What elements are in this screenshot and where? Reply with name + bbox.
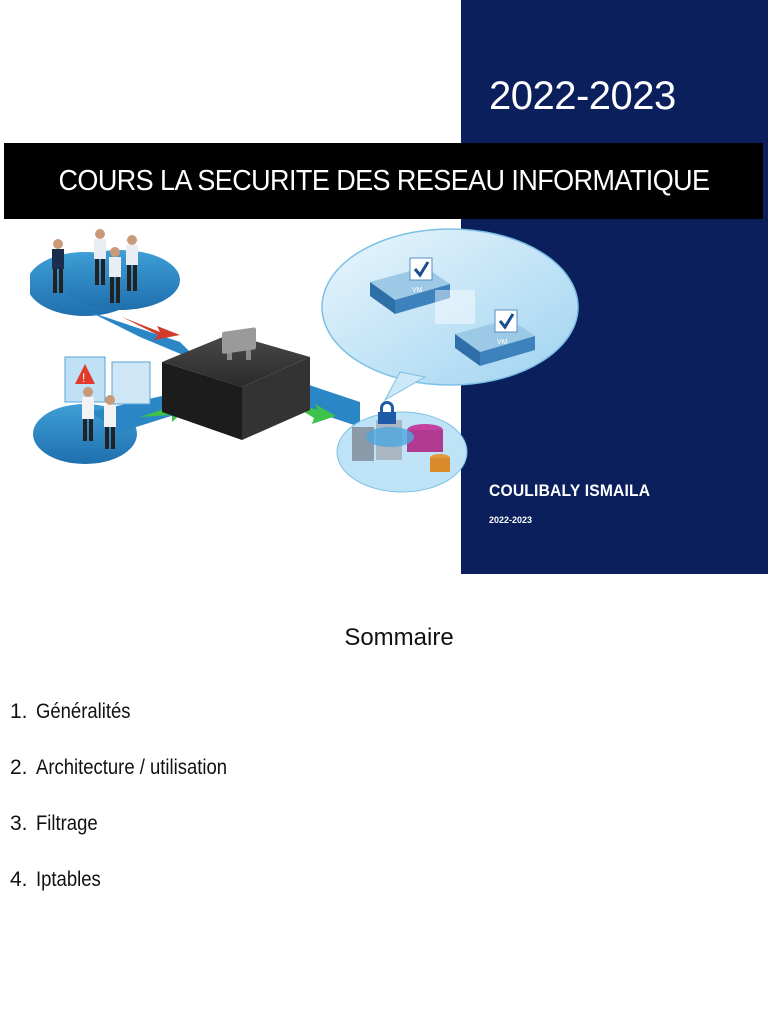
vm-label: VM (412, 287, 423, 294)
network-security-illustration: VM VM (30, 228, 579, 493)
database-cluster (352, 401, 450, 472)
cover-year: 2022-2023 (489, 74, 676, 118)
padlock-icon (222, 327, 256, 360)
vm-server-icon: VM (370, 257, 450, 314)
toc-item-number: 3. (10, 812, 28, 835)
small-lock-icon (378, 401, 396, 424)
technicians-icon (82, 387, 116, 449)
vm-server-icon: VM (455, 309, 535, 366)
svg-text:!: ! (82, 371, 85, 385)
document-title: COURS LA SECURITE DES RESEAU INFORMATIQU… (57, 164, 710, 197)
toc-item: 3. Filtrage (10, 812, 253, 868)
virtualization-bubble: VM VM (321, 228, 579, 402)
author-name: COULIBALY ISMAILA (489, 481, 651, 500)
toc-item-label: Architecture / utilisation (36, 756, 228, 779)
toc-item-number: 2. (10, 756, 28, 779)
toc-item: 2. Architecture / utilisation (10, 756, 253, 812)
vm-label: VM (497, 339, 508, 346)
toc-item-number: 4. (10, 868, 28, 891)
toc-item: 4. Iptables (10, 868, 253, 924)
people-group-icon (52, 229, 138, 303)
title-bar: COURS LA SECURITE DES RESEAU INFORMATIQU… (4, 143, 763, 219)
toc-item: 1. Généralités (10, 700, 253, 756)
toc-item-label: Iptables (36, 868, 101, 891)
lock-box (162, 327, 310, 440)
sommaire-title: Sommaire (344, 624, 454, 651)
toc-item-number: 1. (10, 700, 28, 723)
toc-item-label: Filtrage (36, 812, 98, 835)
toc-item-label: Généralités (36, 700, 131, 723)
cover-year-small: 2022-2023 (489, 515, 533, 525)
table-of-contents: 1. Généralités 2. Architecture / utilisa… (10, 700, 253, 924)
